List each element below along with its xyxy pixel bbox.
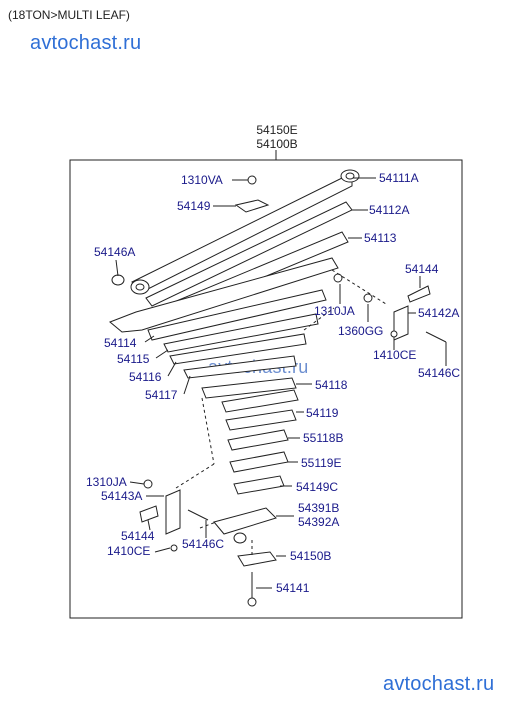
- watermark-bottom: avtochast.ru: [383, 673, 495, 695]
- grease-1410CE-top: [390, 330, 398, 338]
- spacer-block-54149: [234, 199, 270, 213]
- part-label-54141: 54141: [276, 581, 310, 595]
- part-label-54144-top: 54144: [405, 262, 439, 276]
- part-label-1360GG: 1360GG: [338, 324, 384, 338]
- part-label-1310JA-top: 1310JA: [314, 304, 355, 318]
- part-label-54119: 54119: [306, 406, 339, 420]
- leaf-under-54117: [201, 377, 297, 399]
- part-label-54149C: 54149C: [296, 480, 339, 494]
- assembly-frame: [69, 159, 463, 619]
- part-label-55119E: 55119E: [301, 456, 342, 470]
- washer-1310JA-top: [333, 273, 343, 283]
- leaf-54116: [169, 333, 307, 365]
- watermark-top: avtochast.ru: [30, 32, 142, 54]
- part-label-54113: 54113: [364, 231, 397, 245]
- bolt-54146C-bottom: [187, 509, 209, 521]
- part-label-55118B: 55118B: [303, 431, 344, 445]
- part-label-54146A: 54146A: [94, 245, 136, 259]
- part-label-54392A: 54392A: [298, 515, 340, 529]
- leaf-55119E: [229, 451, 289, 473]
- leaf-54118: [221, 389, 299, 413]
- part-label-1410CE-bottom: 1410CE: [107, 544, 151, 558]
- part-label-1310JA-bottom: 1310JA: [86, 475, 127, 489]
- saddle-54391B: [213, 507, 277, 535]
- bushing-54146A: [111, 274, 125, 286]
- part-label-54116: 54116: [129, 370, 162, 384]
- pin-1360GG: [363, 293, 373, 303]
- leaf-wrap: [109, 257, 339, 333]
- part-label-54118: 54118: [315, 378, 348, 392]
- shackle-54144-top: [407, 285, 431, 303]
- leaf-54119: [225, 409, 297, 431]
- main-leaf-54111A: [130, 169, 360, 295]
- part-label-54111A: 54111A: [379, 171, 419, 185]
- nut-1310VA: [247, 175, 257, 185]
- part-label-54146C-bottom: 54146C: [182, 537, 225, 551]
- plate-54150B: [237, 551, 277, 567]
- shackle-54144-bottom: [139, 505, 159, 523]
- part-label-54391B: 54391B: [298, 501, 340, 515]
- part-label-54115: 54115: [117, 352, 150, 366]
- part-label-54142A: 54142A: [418, 306, 460, 320]
- grease-1410CE-bottom: [170, 544, 178, 552]
- leaf-55118B: [227, 429, 289, 451]
- diagram-header: (18TON>MULTI LEAF): [8, 8, 130, 22]
- part-label-1410CE-top: 1410CE: [373, 348, 417, 362]
- part-label-54149: 54149: [177, 199, 211, 213]
- bolt-54146C-top: [425, 331, 447, 343]
- leaf-54114: [147, 289, 327, 341]
- washer-1310JA-bottom: [143, 479, 153, 489]
- leaf-54115: [163, 313, 319, 353]
- part-label-54143A: 54143A: [101, 489, 143, 503]
- leaf-54117: [183, 355, 297, 379]
- part-label-54117: 54117: [145, 388, 178, 402]
- part-label-54150B: 54150B: [290, 549, 332, 563]
- assembly-code-2: 54100B: [256, 137, 298, 151]
- part-label-54146C-top: 54146C: [418, 366, 461, 380]
- hanger-54143A: [165, 489, 181, 535]
- assembly-code-1: 54150E: [256, 123, 298, 137]
- part-label-54112A: 54112A: [369, 203, 410, 217]
- part-label-1310VA: 1310VA: [181, 173, 223, 187]
- leaf-54149C: [233, 475, 285, 495]
- part-label-54144-bottom: 54144: [121, 529, 155, 543]
- part-label-54114: 54114: [104, 336, 137, 350]
